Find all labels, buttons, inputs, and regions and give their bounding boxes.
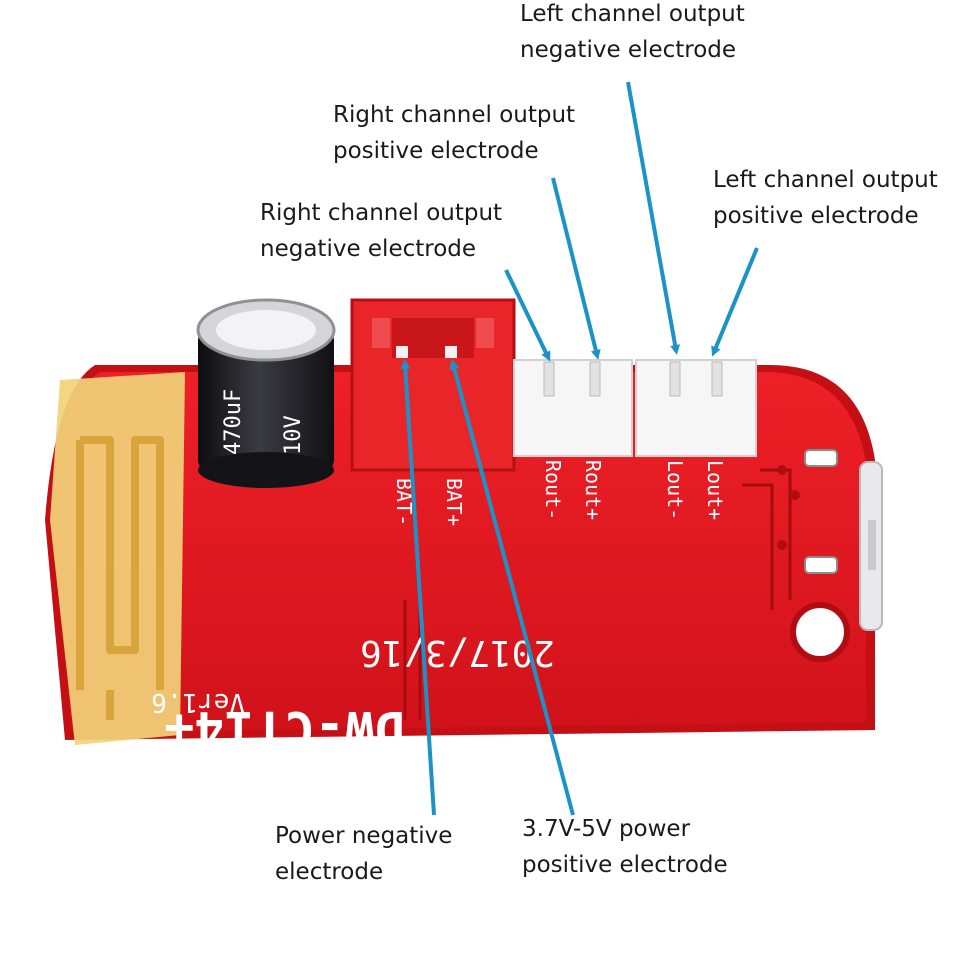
led-pad (804, 449, 838, 467)
label-line: negative electrode (520, 37, 737, 63)
label-line: 3.7V-5V power (522, 816, 691, 842)
battery-connector (350, 298, 516, 472)
callout-arrows (400, 81, 759, 816)
label-right-output-negative: Right channel output negative electrode (260, 195, 502, 267)
arrow-left-out-pos (711, 247, 759, 357)
led-pad (804, 556, 838, 574)
pin-label-bat-pos: BAT+ (442, 478, 466, 526)
board-date: 2017/3/16 (360, 632, 555, 673)
label-line: electrode (275, 859, 384, 885)
left-output-connector (635, 359, 757, 457)
label-line: Right channel output (333, 102, 576, 128)
label-line: positive electrode (333, 138, 539, 164)
label-left-output-negative: Left channel output negative electrode (520, 0, 745, 68)
antenna-pad (50, 372, 185, 745)
pin-label-rout-neg: Rout- (541, 460, 565, 520)
arrow-power-neg (400, 359, 436, 816)
pin-label-rout-pos: Rout+ (581, 460, 605, 520)
arrow-left-out-neg (626, 81, 681, 355)
label-right-output-positive: Right channel output positive electrode (333, 97, 575, 169)
label-line: Right channel output (260, 200, 503, 226)
pin-label-lout-neg: Lout- (663, 460, 687, 520)
pin-label-lout-pos: Lout+ (703, 460, 727, 520)
label-line: negative electrode (260, 236, 477, 262)
arrow-right-out-neg (504, 269, 551, 362)
label-line: Left channel output (520, 1, 745, 27)
label-line: Power negative (275, 823, 453, 849)
label-power-positive: 3.7V-5V power positive electrode (522, 811, 728, 883)
board-model: DW-CT14+ (164, 700, 405, 758)
board-version: Ver1.6 (151, 687, 245, 717)
arrow-right-out-pos (551, 177, 601, 360)
capacitor-voltage: 10V (281, 415, 306, 455)
label-power-negative: Power negative electrode (275, 818, 452, 890)
label-line: positive electrode (713, 203, 919, 229)
arrow-power-pos (449, 359, 575, 816)
mounting-hole (790, 602, 850, 662)
capacitor-value: 470uF (221, 389, 246, 455)
capacitor: 470uF 10V (196, 298, 336, 488)
label-left-output-positive: Left channel output positive electrode (713, 162, 938, 234)
right-output-connector (513, 359, 633, 457)
label-line: positive electrode (522, 852, 728, 878)
label-line: Left channel output (713, 167, 938, 193)
